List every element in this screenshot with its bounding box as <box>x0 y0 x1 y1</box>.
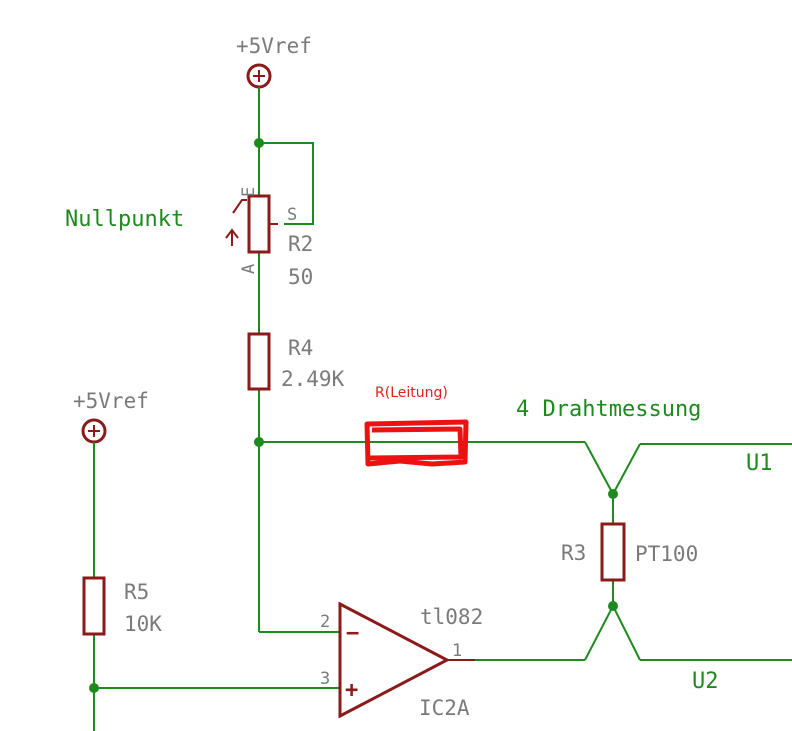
annotation-r-leitung: R(Leitung) <box>364 385 469 467</box>
trimmer-r2[interactable] <box>225 194 278 254</box>
opamp-pin-2: 2 <box>320 612 330 632</box>
r2-pin-a: A <box>239 264 259 274</box>
r5-name: R5 <box>124 580 149 604</box>
junction-left <box>89 683 99 693</box>
r2-body <box>247 194 271 254</box>
resistor-r4[interactable] <box>247 332 271 391</box>
opamp-part: tl082 <box>420 605 483 629</box>
supply-left: +5Vref <box>73 389 149 444</box>
wires-left-branch <box>93 442 340 731</box>
wires-measure-net <box>259 441 792 661</box>
r4-body <box>247 332 271 391</box>
resistor-r3[interactable] <box>600 522 626 582</box>
net-label-u2: U2 <box>692 669 719 694</box>
r2-pin-s: S <box>287 205 297 225</box>
resistor-r5[interactable] <box>82 576 106 636</box>
opamp-ic2a[interactable] <box>338 601 475 719</box>
opamp-body <box>338 601 451 719</box>
opamp-name: IC2A <box>419 696 470 720</box>
opamp-minus-sign: − <box>346 621 359 646</box>
annotation-box <box>364 419 469 467</box>
junction-top <box>254 138 264 148</box>
junction-r3-top <box>608 489 618 499</box>
r2-name: R2 <box>288 232 313 256</box>
supply-top-label: +5Vref <box>236 34 312 58</box>
supply-left-symbol <box>81 418 107 444</box>
opamp-pin-3: 3 <box>320 669 330 689</box>
net-label-u1: U1 <box>746 451 773 476</box>
net-label-four-wire: 4 Drahtmessung <box>516 397 701 422</box>
r3-body <box>600 522 626 582</box>
supply-top: +5Vref <box>236 34 312 89</box>
supply-top-symbol <box>246 63 272 89</box>
r4-value: 2.49K <box>281 367 345 391</box>
r5-body <box>82 576 106 636</box>
r2-value: 50 <box>288 265 313 289</box>
arrow-up-icon <box>225 228 239 246</box>
opamp-plus-sign: + <box>345 678 358 703</box>
annotation-label: R(Leitung) <box>375 385 448 401</box>
r4-name: R4 <box>288 336 313 360</box>
r2-function-label: Nullpunkt <box>65 207 184 232</box>
r3-value: PT100 <box>635 542 698 566</box>
r3-name: R3 <box>561 541 586 565</box>
r5-value: 10K <box>124 612 162 636</box>
junction-r3-bottom <box>608 601 618 611</box>
supply-left-label: +5Vref <box>73 389 149 413</box>
junction-mid <box>254 437 264 447</box>
r2-pin-e: E <box>239 187 259 197</box>
opamp-pin-1: 1 <box>452 641 462 661</box>
